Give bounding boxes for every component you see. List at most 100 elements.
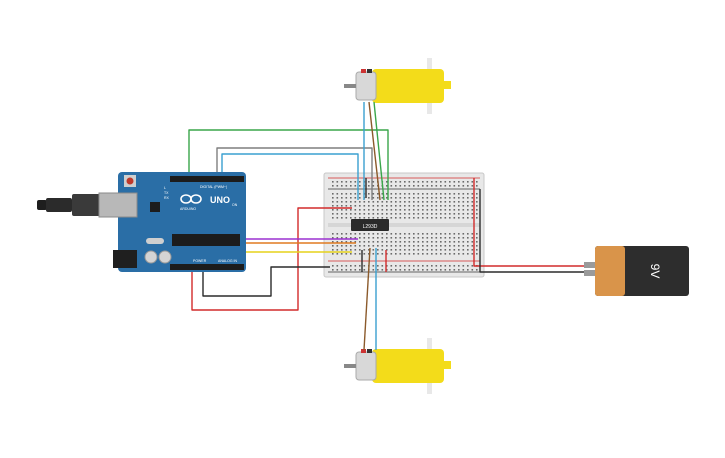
breadboard-hole (345, 197, 348, 199)
breadboard-hole (381, 245, 384, 247)
breadboard-hole (413, 193, 415, 195)
breadboard-hole (390, 269, 393, 271)
breadboard-center-channel (328, 223, 480, 227)
breadboard-hole (404, 205, 406, 207)
breadboard-hole (359, 265, 361, 267)
breadboard-hole (471, 233, 474, 235)
breadboard-hole (377, 213, 379, 215)
breadboard-hole (399, 253, 402, 255)
breadboard-hole (350, 237, 352, 239)
breadboard-hole (462, 193, 465, 195)
breadboard-hole (435, 201, 438, 203)
breadboard-hole (408, 245, 411, 247)
breadboard-hole (345, 201, 348, 203)
breadboard-hole (350, 205, 352, 207)
breadboard-hole (417, 185, 420, 187)
breadboard-hole (336, 193, 339, 195)
top-dc-motor[interactable] (344, 58, 451, 114)
breadboard-hole (372, 253, 375, 255)
breadboard-hole (345, 205, 348, 207)
nine-volt-battery[interactable]: 9V (584, 246, 689, 296)
breadboard[interactable] (323, 172, 485, 278)
breadboard-hole (444, 233, 447, 235)
wire-top-motor-brown[interactable] (368, 101, 381, 201)
breadboard-hole (363, 245, 366, 247)
breadboard-hole (444, 269, 447, 271)
bottom-motor-output (443, 361, 451, 369)
breadboard-hole (377, 193, 379, 195)
breadboard-hole (386, 237, 388, 239)
breadboard-hole (399, 233, 402, 235)
breadboard-hole (341, 249, 343, 251)
breadboard-hole (426, 237, 429, 239)
breadboard-hole (476, 185, 478, 187)
breadboard-hole (435, 193, 438, 195)
breadboard-hole (368, 181, 370, 183)
on-label: ON (232, 203, 238, 207)
tx-label: TX (164, 191, 169, 195)
wire-green-top[interactable] (188, 129, 389, 200)
breadboard-hole (395, 181, 397, 183)
breadboard-hole (386, 233, 388, 235)
breadboard-hole (449, 265, 451, 267)
bottom-motor-terminal-red (361, 349, 366, 353)
breadboard-hole (408, 197, 411, 199)
breadboard-hole (444, 193, 447, 195)
breadboard-hole (476, 209, 478, 211)
breadboard-hole (431, 209, 433, 211)
wire-top-motor-green[interactable] (373, 101, 385, 201)
bottom-dc-motor[interactable] (344, 338, 451, 394)
wire-battery-red[interactable] (473, 178, 584, 267)
breadboard-hole (368, 209, 370, 211)
breadboard-hole (381, 209, 384, 211)
breadboard-hole (336, 197, 339, 199)
breadboard-hole (444, 201, 447, 203)
breadboard-hole (453, 245, 456, 247)
wire-bottom-motor-brown[interactable] (363, 247, 371, 351)
breadboard-hole (462, 205, 465, 207)
l293d-chip[interactable]: L293D (351, 219, 389, 231)
wire-red-5v[interactable] (191, 207, 352, 311)
power-label: POWER (193, 259, 207, 263)
breadboard-hole (390, 213, 393, 215)
breadboard-hole (435, 245, 438, 247)
breadboard-hole (426, 185, 429, 187)
breadboard-hole (350, 193, 352, 195)
breadboard-hole (336, 249, 339, 251)
breadboard-hole (426, 201, 429, 203)
breadboard-hole (381, 237, 384, 239)
arduino-uno[interactable]: UNO ARDUINO DIGITAL (PWM~) POWER ANALOG … (37, 172, 246, 272)
top-motor-terminal-black (367, 69, 372, 73)
breadboard-hole (453, 249, 456, 251)
breadboard-hole (381, 193, 384, 195)
wire-blue-top[interactable] (221, 153, 359, 200)
breadboard-hole (435, 205, 438, 207)
wire-battery-black[interactable] (479, 189, 584, 273)
breadboard-hole (440, 245, 442, 247)
breadboard-hole (336, 185, 339, 187)
breadboard-hole (386, 193, 388, 195)
wire-gray-top[interactable] (216, 147, 373, 200)
breadboard-hole (399, 217, 402, 219)
breadboard-hole (332, 245, 334, 247)
wire-black-gnd[interactable] (202, 266, 330, 297)
breadboard-hole (336, 213, 339, 215)
breadboard-hole (422, 217, 424, 219)
breadboard-hole (354, 205, 357, 207)
breadboard-hole (341, 265, 343, 267)
breadboard-hole (417, 201, 420, 203)
breadboard-hole (467, 265, 469, 267)
breadboard-hole (431, 193, 433, 195)
breadboard-hole (368, 217, 370, 219)
breadboard-hole (462, 213, 465, 215)
breadboard-hole (390, 193, 393, 195)
breadboard-hole (381, 213, 384, 215)
breadboard-hole (354, 249, 357, 251)
breadboard-hole (453, 241, 456, 243)
breadboard-hole (345, 217, 348, 219)
breadboard-hole (386, 185, 388, 187)
breadboard-hole (417, 269, 420, 271)
breadboard-hole (399, 185, 402, 187)
breadboard-hole (426, 181, 429, 183)
